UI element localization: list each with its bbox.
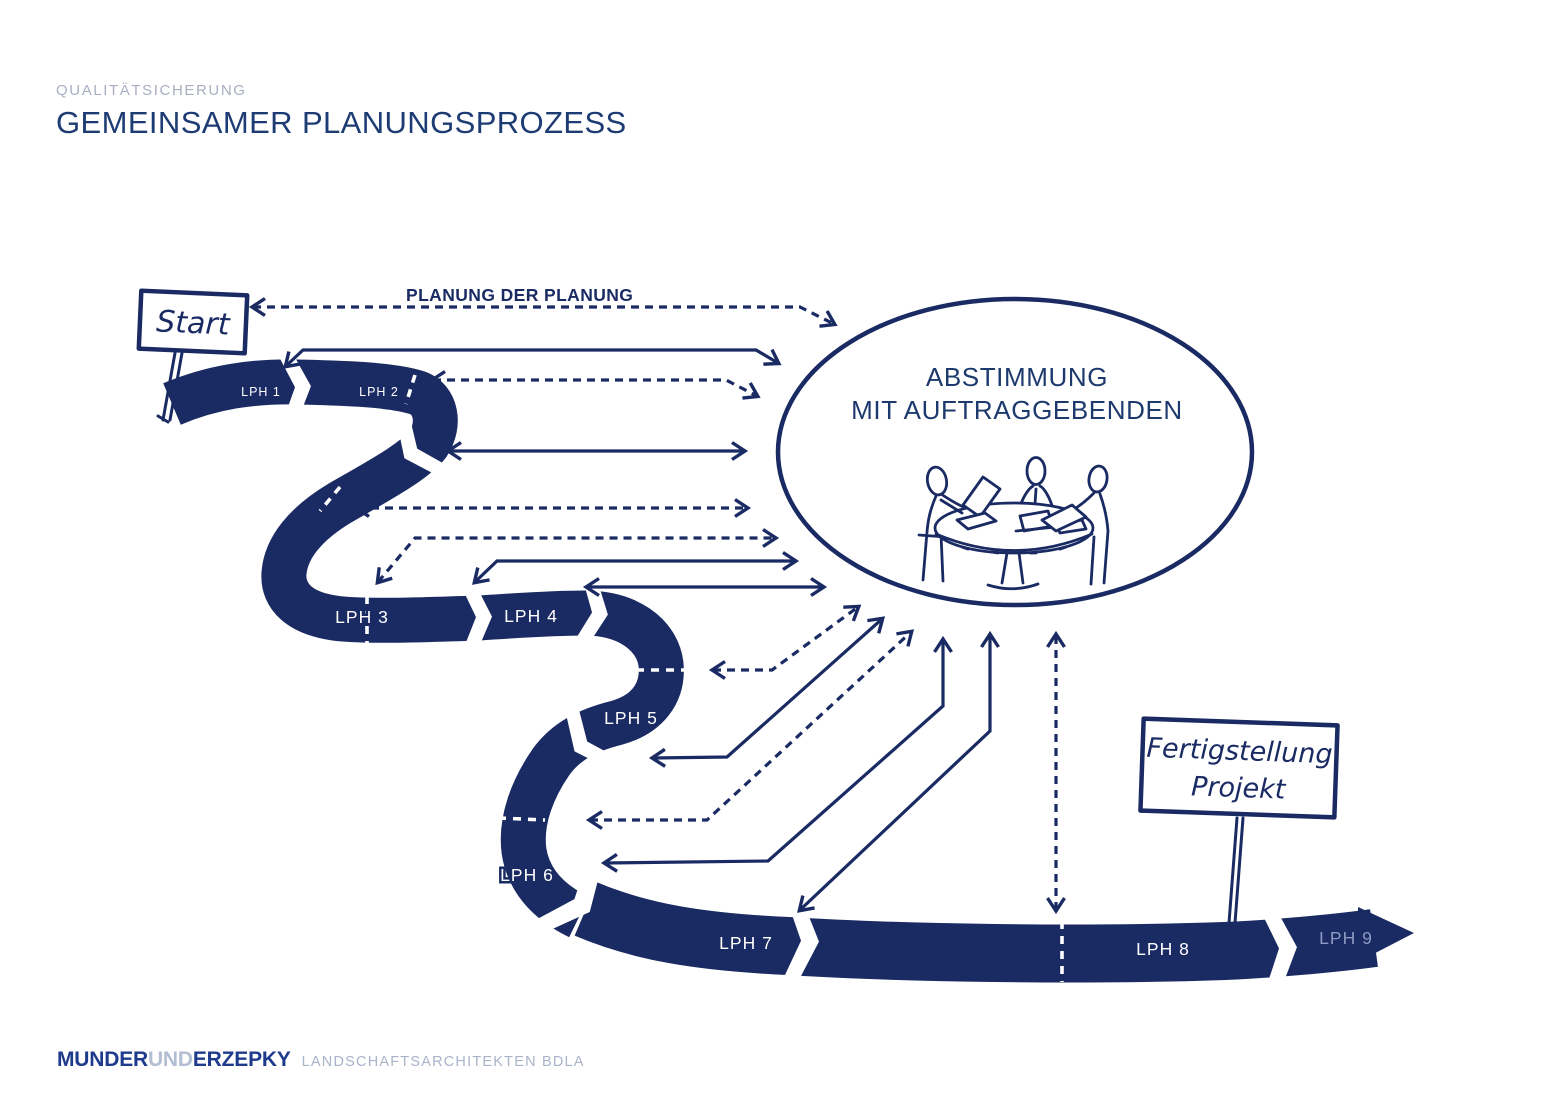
left-person-head xyxy=(925,465,949,497)
feedback-arrows xyxy=(248,297,1066,915)
coordination-ellipse-group: ABSTIMMUNG MIT AUFTRAGGEBENDEN xyxy=(775,296,1255,608)
phase-label-lph1: LPH 1 xyxy=(241,385,281,399)
finish-sign-line1: Fertigstellung xyxy=(1146,733,1333,770)
table-rim-marks xyxy=(960,545,1068,555)
table-pedestal xyxy=(986,551,1040,591)
footer-tagline: LANDSCHAFTSARCHITEKTEN BDLA xyxy=(301,1054,585,1070)
start-sign: Start xyxy=(136,288,250,424)
start-sign-post xyxy=(156,351,184,424)
coordination-label-line2: MIT AUFTRAGGEBENDEN xyxy=(851,395,1183,425)
middle-person-head xyxy=(1025,456,1047,486)
finish-sign-board xyxy=(1138,716,1340,820)
phase-label-lph7: LPH 7 xyxy=(719,933,773,953)
table-paper-left xyxy=(955,511,998,531)
meeting-table-illustration xyxy=(917,456,1110,591)
phase-label-lph6: LPH 6 xyxy=(500,865,554,885)
boundary-dash-lph6 xyxy=(497,816,546,822)
feedback-arrow-lph7-solid xyxy=(797,630,1000,913)
coordination-ellipse xyxy=(775,296,1255,608)
finish-sign-line2: Projekt xyxy=(1191,771,1288,805)
feedback-arrow-lph3-dashed xyxy=(375,528,780,586)
footer-brand-part3: ERZEPKY xyxy=(192,1048,291,1071)
right-person-body xyxy=(1089,492,1110,586)
boundary-dash-lph2 xyxy=(404,374,417,405)
feedback-arrow-lph1 xyxy=(283,348,782,369)
phase-label-lph8: LPH 8 xyxy=(1136,939,1190,959)
laptop-base xyxy=(1014,525,1058,533)
phase-label-lph5: LPH 5 xyxy=(604,708,658,728)
header: QUALITÄTSICHERUNG GEMEINSAMER PLANUNGSPR… xyxy=(56,82,627,141)
start-sign-label: Start xyxy=(156,304,232,342)
right-person-head xyxy=(1087,464,1109,494)
held-paper xyxy=(961,475,1002,519)
chevron-break-lph8-lph9 xyxy=(1261,911,1297,987)
coordination-label-line1: ABSTIMMUNG xyxy=(926,362,1108,392)
feedback-arrow-lph2-dashed xyxy=(428,370,761,400)
finish-sign-post xyxy=(1226,816,1245,938)
process-path-bottom xyxy=(574,882,1378,983)
chevron-break-lph3-lph4 xyxy=(460,585,492,650)
phase-labels: LPH 1 LPH 2 LPH 3 LPH 4 LPH 5 LPH 6 LPH … xyxy=(239,383,1375,962)
boundary-dash-curve xyxy=(318,485,342,513)
chevron-break-lph2-curve xyxy=(397,414,448,475)
table-rim xyxy=(934,532,1094,552)
phase-label-lph9: LPH 9 xyxy=(1319,928,1373,948)
phase-label-lph4: LPH 4 xyxy=(504,606,558,626)
footer-brand-part2: UND xyxy=(147,1048,193,1071)
right-held-papers xyxy=(1040,503,1088,533)
phase-label-lph3: LPH 3 xyxy=(335,607,389,627)
process-path-endpoint-tip xyxy=(1358,907,1414,962)
chevron-break-lph1-lph2 xyxy=(278,355,311,421)
phase-boundary-dashes xyxy=(318,374,1064,982)
finish-sign: Fertigstellung Projekt xyxy=(1138,716,1340,938)
footer-brand-part1: MUNDER xyxy=(57,1048,148,1071)
process-path-winding xyxy=(163,359,684,938)
planning-loop-label: PLANUNG DER PLANUNG xyxy=(406,285,633,305)
phase-label-lph2: LPH 2 xyxy=(359,385,399,399)
chevron-break-lph6-lph7 xyxy=(536,858,601,931)
page-eyebrow: QUALITÄTSICHERUNG xyxy=(56,82,247,99)
chevron-break-lph7-lph8 xyxy=(784,903,819,978)
left-person-body xyxy=(917,494,948,583)
start-sign-board xyxy=(136,288,250,356)
feedback-arrow-lph4-solid xyxy=(472,551,800,585)
page-title: GEMEINSAMER PLANUNGSPROZESS xyxy=(56,105,627,140)
planning-loop-arrow xyxy=(248,297,838,328)
